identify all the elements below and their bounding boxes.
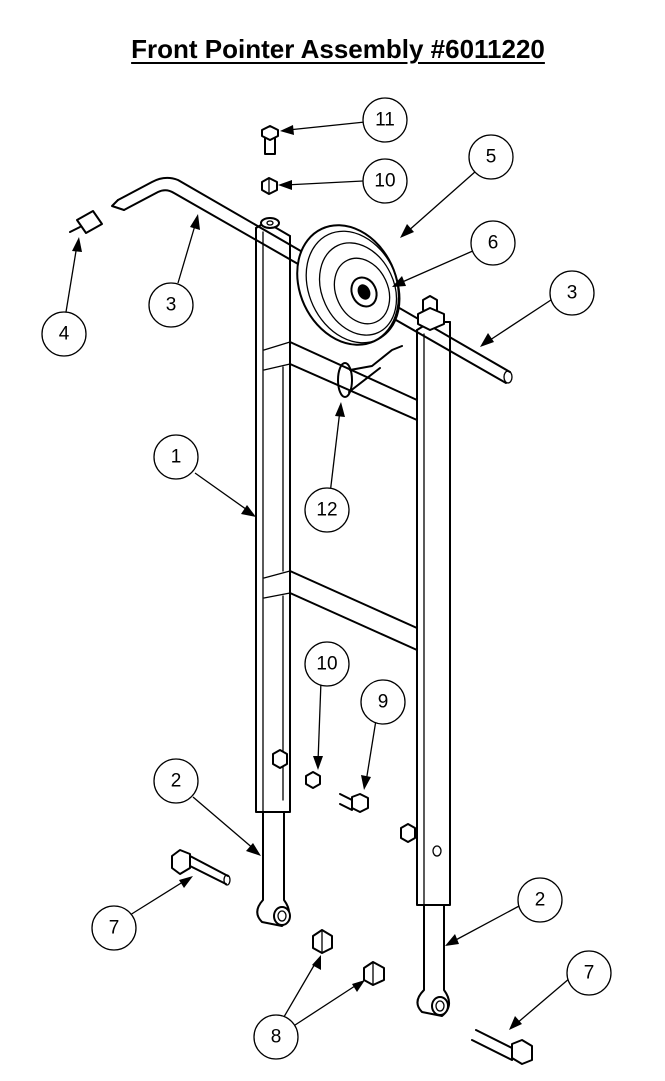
callout-7-right: 7 (566, 950, 612, 996)
callout-2-left-label: 2 (171, 771, 182, 792)
pointer-rod (111, 176, 513, 384)
callout-3-right-label: 3 (567, 283, 578, 304)
callout-7-left-label: 7 (109, 918, 120, 939)
callout-1-label: 1 (171, 447, 182, 468)
callout-4-label: 4 (59, 324, 70, 345)
top-nut (261, 177, 278, 195)
callout-2-right: 2 (517, 877, 563, 923)
callout-10-top: 10 (362, 158, 408, 204)
callout-8: 8 (253, 1014, 299, 1060)
right-upright-bolt (417, 295, 445, 331)
leader-lines (65, 121, 571, 1030)
callout-11-label: 11 (375, 110, 395, 131)
callout-3-left: 3 (148, 282, 194, 328)
callout-9-label: 9 (378, 692, 389, 713)
callout-10-middle: 10 (304, 641, 350, 687)
callout-4: 4 (41, 311, 87, 357)
right-leg-bolt (471, 1029, 533, 1065)
callout-9: 9 (360, 679, 406, 725)
callout-7-left: 7 (91, 905, 137, 951)
callout-6-label: 6 (488, 233, 499, 254)
callout-2-left: 2 (153, 758, 199, 804)
callout-3-left-label: 3 (166, 295, 177, 316)
callout-8-label: 8 (271, 1027, 282, 1048)
callout-10-middle-label: 10 (316, 654, 337, 675)
middle-bolt (339, 793, 369, 813)
left-leg (256, 811, 291, 927)
callout-7-right-label: 7 (584, 963, 595, 984)
callout-11: 11 (362, 97, 408, 143)
pointer-tip (69, 210, 103, 234)
middle-nut (305, 771, 321, 789)
callout-12-label: 12 (316, 500, 337, 521)
right-leg-nut (363, 961, 385, 986)
diagram-title: Front Pointer Assembly #6011220 (131, 34, 545, 64)
wheel-hub (350, 276, 378, 308)
callout-5: 5 (468, 134, 514, 180)
right-leg (416, 904, 450, 1017)
wheel (296, 224, 401, 346)
callout-1: 1 (153, 434, 199, 480)
callout-2-right-label: 2 (535, 890, 546, 911)
left-leg-bolt (171, 849, 231, 886)
callout-6: 6 (470, 220, 516, 266)
callout-12: 12 (304, 487, 350, 533)
top-bolt (261, 125, 279, 155)
left-leg-nut (312, 929, 333, 954)
callout-10-top-label: 10 (374, 171, 395, 192)
callout-3-right: 3 (549, 270, 595, 316)
clip (337, 345, 403, 398)
callout-5-label: 5 (486, 147, 497, 168)
